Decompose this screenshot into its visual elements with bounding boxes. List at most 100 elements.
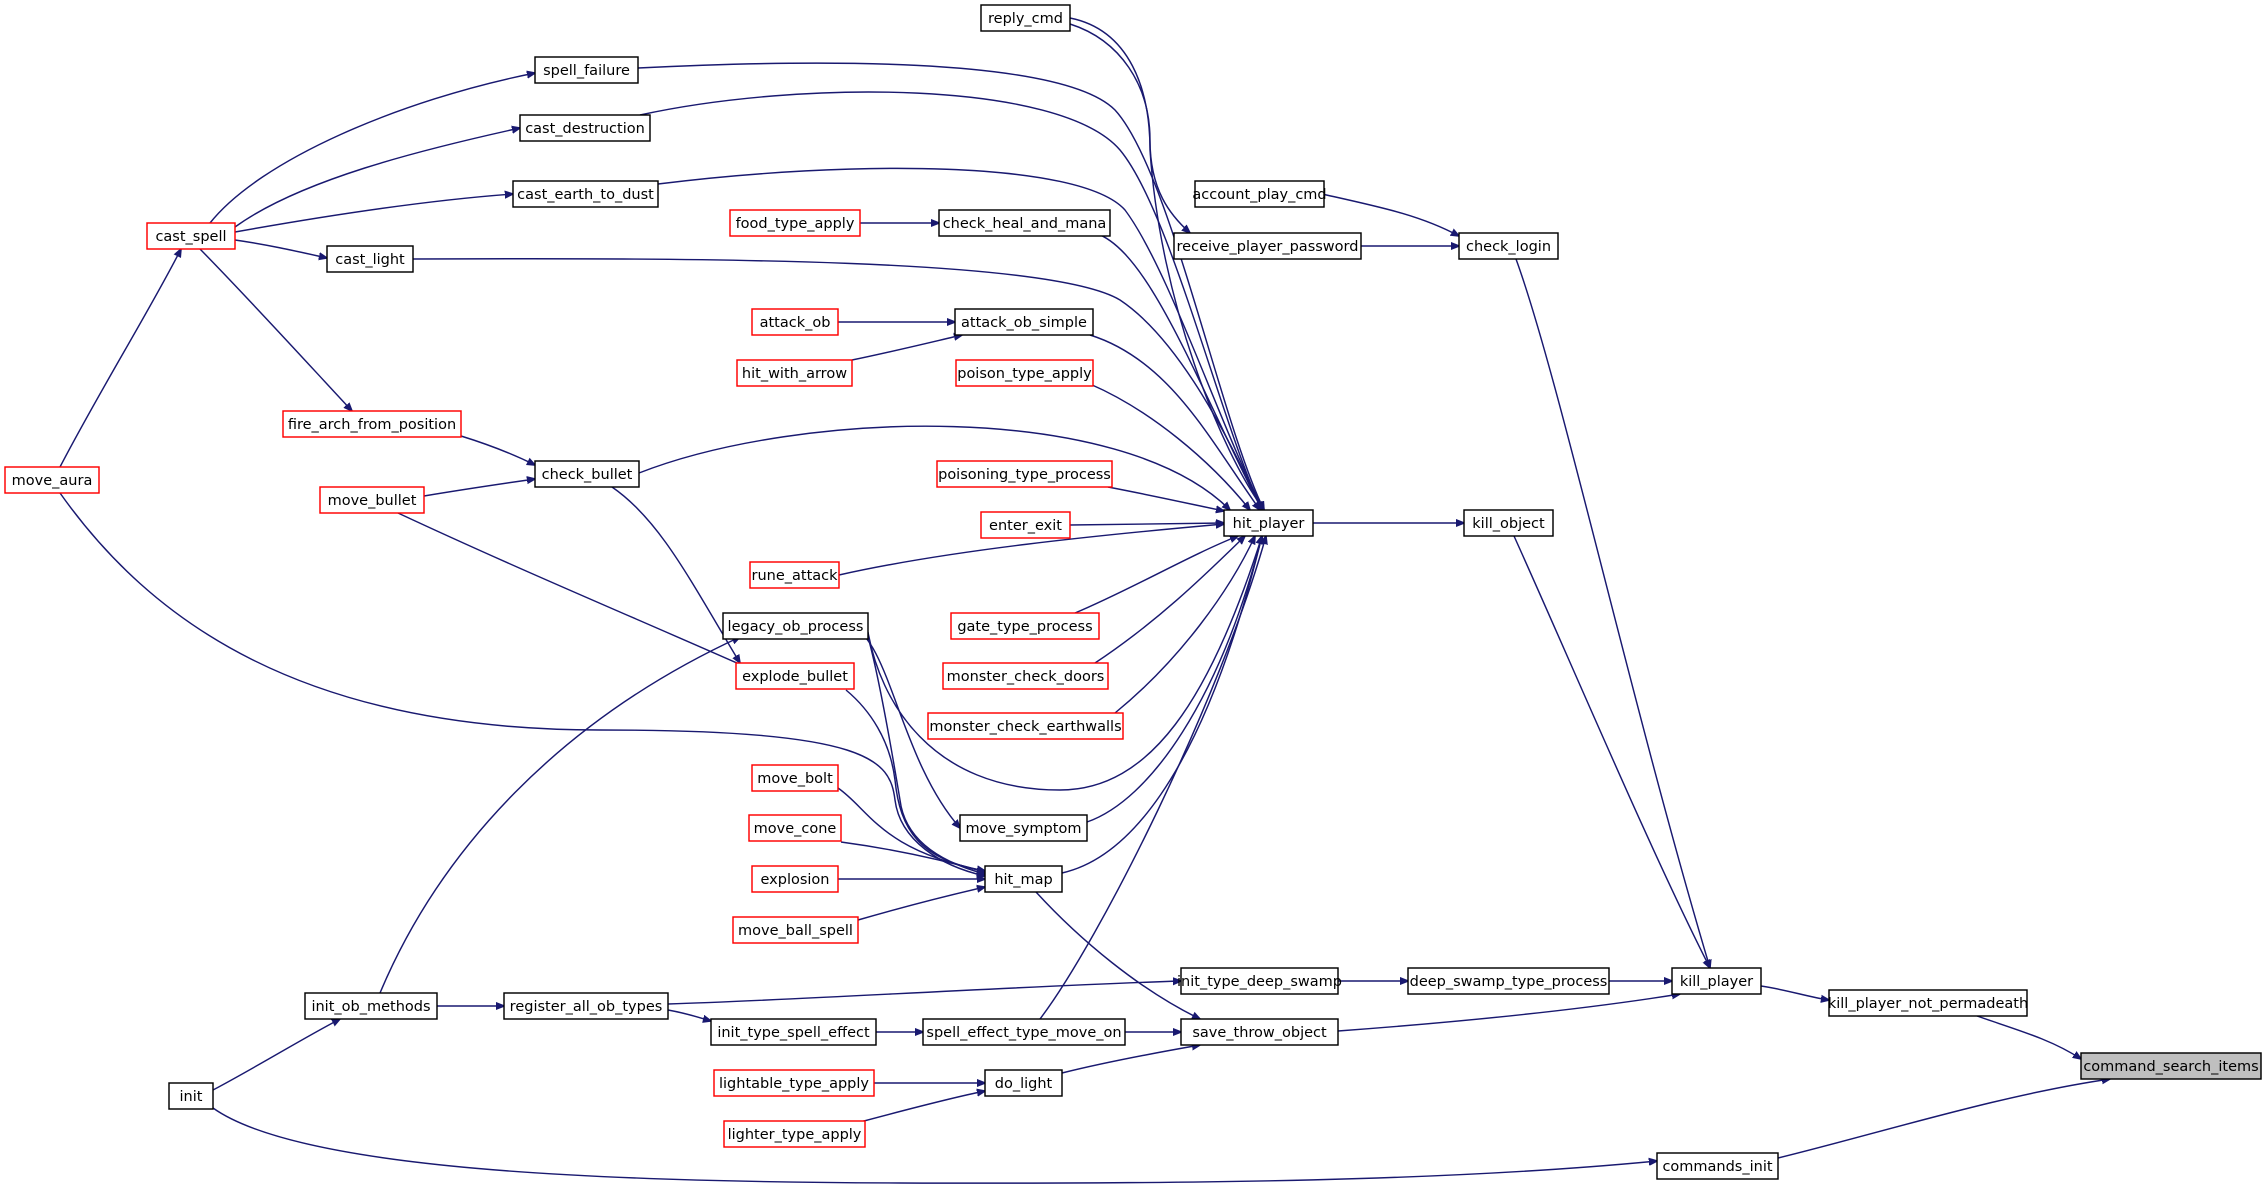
node-cast_earth_to_dust[interactable]: cast_earth_to_dust xyxy=(512,180,659,208)
node-box xyxy=(950,612,1100,640)
node-label: gate_type_process xyxy=(957,619,1092,635)
node-commands_init[interactable]: commands_init xyxy=(1656,1152,1779,1180)
node-check_bullet[interactable]: check_bullet xyxy=(534,460,640,488)
node-label: spell_failure xyxy=(543,63,630,79)
edge-hit_map-to-move_cone xyxy=(840,841,985,872)
node-label: init_type_deep_swamp xyxy=(1177,974,1342,990)
node-label: check_bullet xyxy=(542,467,633,483)
node-fire_arch_from_position[interactable]: fire_arch_from_position xyxy=(282,410,462,438)
node-command_search_items[interactable]: command_search_items xyxy=(2080,1052,2262,1080)
edge-command_search_items-to-kill_player_not_permadeath xyxy=(1976,1015,2081,1059)
edge-cast_earth_to_dust-to-cast_spell xyxy=(234,194,513,233)
node-gate_type_process[interactable]: gate_type_process xyxy=(950,612,1100,640)
node-label: cast_destruction xyxy=(525,121,645,137)
node-monster_check_earthwalls[interactable]: monster_check_earthwalls xyxy=(927,712,1124,740)
edge-commands_init-to-init xyxy=(212,1107,1657,1184)
node-init_ob_methods[interactable]: init_ob_methods xyxy=(304,992,438,1020)
node-kill_player_not_permadeath[interactable]: kill_player_not_permadeath xyxy=(1828,989,2028,1017)
node-hit_player[interactable]: hit_player xyxy=(1223,509,1314,537)
node-box xyxy=(959,814,1088,842)
node-deep_swamp_type_process[interactable]: deep_swamp_type_process xyxy=(1407,967,1610,995)
edge-legacy_ob_process-to-init_ob_methods xyxy=(379,637,740,994)
edge-kill_player_not_permadeath-to-kill_player xyxy=(1760,985,1829,1000)
node-spell_failure[interactable]: spell_failure xyxy=(534,56,639,84)
node-box xyxy=(1180,1018,1339,1046)
node-cast_spell[interactable]: cast_spell xyxy=(146,222,236,250)
edge-hit_player-to-gate_type_process xyxy=(1074,536,1238,614)
node-check_heal_and_mana[interactable]: check_heal_and_mana xyxy=(938,209,1111,237)
node-save_throw_object[interactable]: save_throw_object xyxy=(1180,1018,1339,1046)
node-init_type_spell_effect[interactable]: init_type_spell_effect xyxy=(710,1018,877,1046)
node-cast_destruction[interactable]: cast_destruction xyxy=(519,114,651,142)
node-label: reply_cmd xyxy=(988,11,1063,27)
node-move_aura[interactable]: move_aura xyxy=(4,466,100,494)
node-box xyxy=(2080,1052,2262,1080)
node-attack_ob[interactable]: attack_ob xyxy=(751,308,839,336)
edge-hit_map-to-move_aura xyxy=(59,492,985,876)
node-explosion[interactable]: explosion xyxy=(751,865,839,893)
edge-spell_failure-to-cast_spell xyxy=(209,73,535,224)
node-box xyxy=(751,308,839,336)
edge-init_ob_methods-to-init xyxy=(212,1019,340,1091)
node-monster_check_doors[interactable]: monster_check_doors xyxy=(942,662,1109,690)
node-kill_object[interactable]: kill_object xyxy=(1463,509,1554,537)
node-box xyxy=(984,865,1063,893)
node-register_all_ob_types[interactable]: register_all_ob_types xyxy=(503,992,669,1020)
node-label: account_play_cmd xyxy=(1192,187,1326,203)
node-label: save_throw_object xyxy=(1192,1025,1327,1041)
edge-hit_player-to-reply_cmd xyxy=(1069,17,1264,510)
node-poison_type_apply[interactable]: poison_type_apply xyxy=(955,359,1094,387)
node-box xyxy=(751,865,839,893)
node-legacy_ob_process[interactable]: legacy_ob_process xyxy=(722,612,869,640)
node-label: init_ob_methods xyxy=(311,999,430,1015)
node-kill_player[interactable]: kill_player xyxy=(1671,967,1762,995)
node-move_symptom[interactable]: move_symptom xyxy=(959,814,1088,842)
node-account_play_cmd[interactable]: account_play_cmd xyxy=(1192,180,1327,208)
node-cast_light[interactable]: cast_light xyxy=(326,245,414,273)
node-poisoning_type_process[interactable]: poisoning_type_process xyxy=(936,460,1113,488)
edge-hit_player-to-poison_type_apply xyxy=(1089,383,1250,510)
edge-hit_map-to-explode_bullet xyxy=(845,689,985,871)
node-move_bolt[interactable]: move_bolt xyxy=(751,764,839,792)
edge-hit_map-to-legacy_ob_process xyxy=(867,636,985,874)
node-do_light[interactable]: do_light xyxy=(984,1069,1063,1097)
node-receive_player_password[interactable]: receive_player_password xyxy=(1173,232,1362,260)
node-init[interactable]: init xyxy=(168,1082,214,1110)
edge-save_throw_object-to-hit_map xyxy=(1035,891,1200,1019)
node-box xyxy=(748,814,842,842)
node-explode_bullet[interactable]: explode_bullet xyxy=(735,662,855,690)
edge-hit_player-to-rune_attack xyxy=(838,524,1224,576)
edge-init_type_deep_swamp-to-register_all_ob_types xyxy=(667,981,1181,1005)
node-hit_with_arrow[interactable]: hit_with_arrow xyxy=(736,359,853,387)
edge-hit_player-to-check_heal_and_mana xyxy=(1094,232,1262,510)
node-box xyxy=(922,1018,1126,1046)
node-label: attack_ob_simple xyxy=(961,315,1087,331)
edge-command_search_items-to-commands_init xyxy=(1777,1079,2110,1159)
node-label: rune_attack xyxy=(751,568,838,584)
node-reply_cmd[interactable]: reply_cmd xyxy=(980,4,1071,32)
node-box xyxy=(1180,967,1339,995)
node-food_type_apply[interactable]: food_type_apply xyxy=(729,209,861,237)
node-enter_exit[interactable]: enter_exit xyxy=(980,511,1071,539)
node-spell_effect_type_move_on[interactable]: spell_effect_type_move_on xyxy=(922,1018,1126,1046)
node-check_login[interactable]: check_login xyxy=(1458,232,1559,260)
node-move_ball_spell[interactable]: move_ball_spell xyxy=(732,916,859,944)
node-init_type_deep_swamp[interactable]: init_type_deep_swamp xyxy=(1177,967,1342,995)
edge-kill_player-to-kill_object xyxy=(1513,535,1710,968)
node-hit_map[interactable]: hit_map xyxy=(984,865,1063,893)
node-rune_attack[interactable]: rune_attack xyxy=(749,561,840,589)
node-attack_ob_simple[interactable]: attack_ob_simple xyxy=(954,308,1094,336)
node-move_bullet[interactable]: move_bullet xyxy=(319,486,425,514)
node-lightable_type_apply[interactable]: lightable_type_apply xyxy=(713,1069,875,1097)
edge-hit_player-to-cast_earth_to_dust xyxy=(657,167,1264,510)
node-box xyxy=(1671,967,1762,995)
edges xyxy=(59,17,2110,1184)
node-lighter_type_apply[interactable]: lighter_type_apply xyxy=(723,1120,866,1148)
node-box xyxy=(1656,1152,1779,1180)
node-move_cone[interactable]: move_cone xyxy=(748,814,842,842)
node-label: init_type_spell_effect xyxy=(717,1025,870,1041)
edge-hit_player-to-spell_failure xyxy=(637,62,1264,510)
nodes: command_search_items kill_player_not_perm… xyxy=(4,4,2262,1180)
node-label: move_symptom xyxy=(966,821,1082,837)
node-label: move_ball_spell xyxy=(738,923,853,939)
